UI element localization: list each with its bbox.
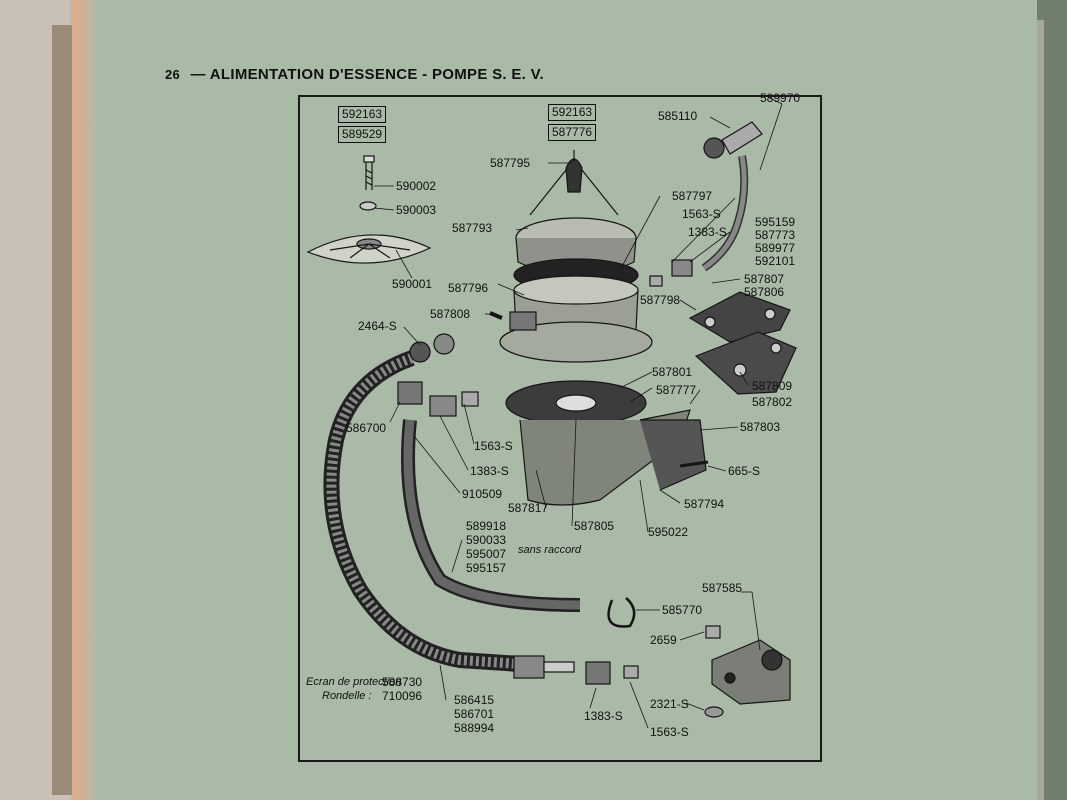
- part-label-1383-a: 1383-S: [688, 225, 727, 239]
- box-label-mid-top: 592163: [548, 104, 597, 121]
- part-label-587794: 587794: [684, 497, 725, 511]
- pump-upper-body-part: [499, 275, 653, 363]
- part-label-586415: 586415: [454, 693, 495, 707]
- part-label-595007: 595007: [466, 547, 507, 561]
- header-dash: —: [190, 66, 206, 83]
- part-label-595159: 595159: [755, 215, 796, 229]
- sans-raccord-note: sans raccord: [518, 544, 581, 556]
- ecran-label: Ecran de protection: [306, 676, 402, 688]
- box-label-left-bottom: 589529: [338, 126, 387, 143]
- washer-part-2: [704, 706, 724, 718]
- part-label-589977: 589977: [755, 241, 796, 255]
- part-label-2659: 2659: [650, 633, 677, 647]
- part-label-590002: 590002: [396, 179, 437, 193]
- part-label-587796: 587796: [448, 281, 489, 295]
- part-label-1563-a: 1563-S: [682, 207, 721, 221]
- part-label-589970: 589970: [760, 91, 801, 105]
- part-label-587808: 587808: [430, 307, 471, 321]
- part-label-587817: 587817: [508, 501, 549, 515]
- part-label-595157: 595157: [466, 561, 507, 575]
- part-label-585110: 585110: [658, 109, 698, 123]
- bail-clip-part: [529, 150, 619, 216]
- part-label-586700: 586700: [346, 421, 387, 435]
- page-title: ALIMENTATION D'ESSENCE - POMPE S. E. V.: [209, 66, 544, 83]
- part-label-587798: 587798: [640, 293, 681, 307]
- elbow-fitting-part: [711, 639, 791, 705]
- part-label-587797: 587797: [672, 189, 713, 203]
- diaphragm-part: [306, 234, 432, 264]
- part-label-1563-b: 1563-S: [474, 439, 513, 453]
- hose-clip-part: [607, 597, 636, 628]
- part-label-587805: 587805: [574, 519, 615, 533]
- part-label-665: 665-S: [728, 464, 761, 478]
- part-label-586701: 586701: [454, 707, 495, 721]
- part-label-587809: 587809: [752, 379, 793, 393]
- part-label-587585: 587585: [702, 581, 743, 595]
- box-label-left-top: 592163: [338, 106, 387, 123]
- page-fold-shadow: [72, 0, 98, 800]
- pin-part: [489, 311, 503, 320]
- rondelle-label: Rondelle :: [322, 690, 372, 702]
- diagram-frame: [298, 95, 822, 762]
- olive-part: [649, 275, 663, 287]
- part-label-1383-c: 1383-S: [584, 709, 623, 723]
- nut-part: [671, 259, 693, 277]
- book-spine: [52, 25, 74, 795]
- part-label-585770: 585770: [662, 603, 703, 617]
- part-label-590003: 590003: [396, 203, 437, 217]
- part-label-2321: 2321-S: [650, 697, 689, 711]
- olive-part-2: [461, 391, 479, 407]
- screw-part-2: [705, 625, 721, 639]
- part-label-587801: 587801: [652, 365, 693, 379]
- part-label-587795: 587795: [490, 156, 531, 170]
- washer-part: [359, 201, 377, 211]
- part-label-910509: 910509: [462, 487, 503, 501]
- part-label-587803: 587803: [740, 420, 781, 434]
- part-label-587807: 587807: [744, 272, 785, 286]
- screw-part: [363, 155, 375, 190]
- pump-lower-body-part: [505, 380, 709, 506]
- gasket-plate-part: [688, 291, 797, 395]
- part-label-1563-c: 1563-S: [650, 725, 689, 739]
- part-label-595022: 595022: [648, 525, 689, 539]
- part-label-587793: 587793: [452, 221, 493, 235]
- part-label-1383-b: 1383-S: [470, 464, 509, 478]
- fuel-hose-part: [323, 333, 581, 672]
- part-label-590001: 590001: [392, 277, 433, 291]
- part-label-588730: 588730: [382, 675, 423, 689]
- nut-part-2: [429, 395, 457, 417]
- part-label-587777: 587777: [656, 383, 697, 397]
- part-label-2464: 2464-S: [358, 319, 397, 333]
- leader-lines: [373, 96, 783, 729]
- union-fitting-part: [397, 381, 423, 405]
- part-label-587773: 587773: [755, 228, 796, 242]
- part-label-710096: 710096: [382, 689, 423, 703]
- page-header: 26 — ALIMENTATION D'ESSENCE - POMPE S. E…: [165, 66, 544, 83]
- hose-end-fitting-part: [513, 655, 639, 685]
- part-label-589918: 589918: [466, 519, 507, 533]
- part-label-588994: 588994: [454, 721, 495, 735]
- part-label-587802: 587802: [752, 395, 793, 409]
- box-label-mid-bottom: 587776: [548, 124, 597, 141]
- page-number: 26: [165, 67, 181, 82]
- part-label-590033: 590033: [466, 533, 507, 547]
- part-label-592101: 592101: [755, 254, 796, 268]
- part-label-587806: 587806: [744, 285, 785, 299]
- banjo-fitting-part: [701, 121, 763, 272]
